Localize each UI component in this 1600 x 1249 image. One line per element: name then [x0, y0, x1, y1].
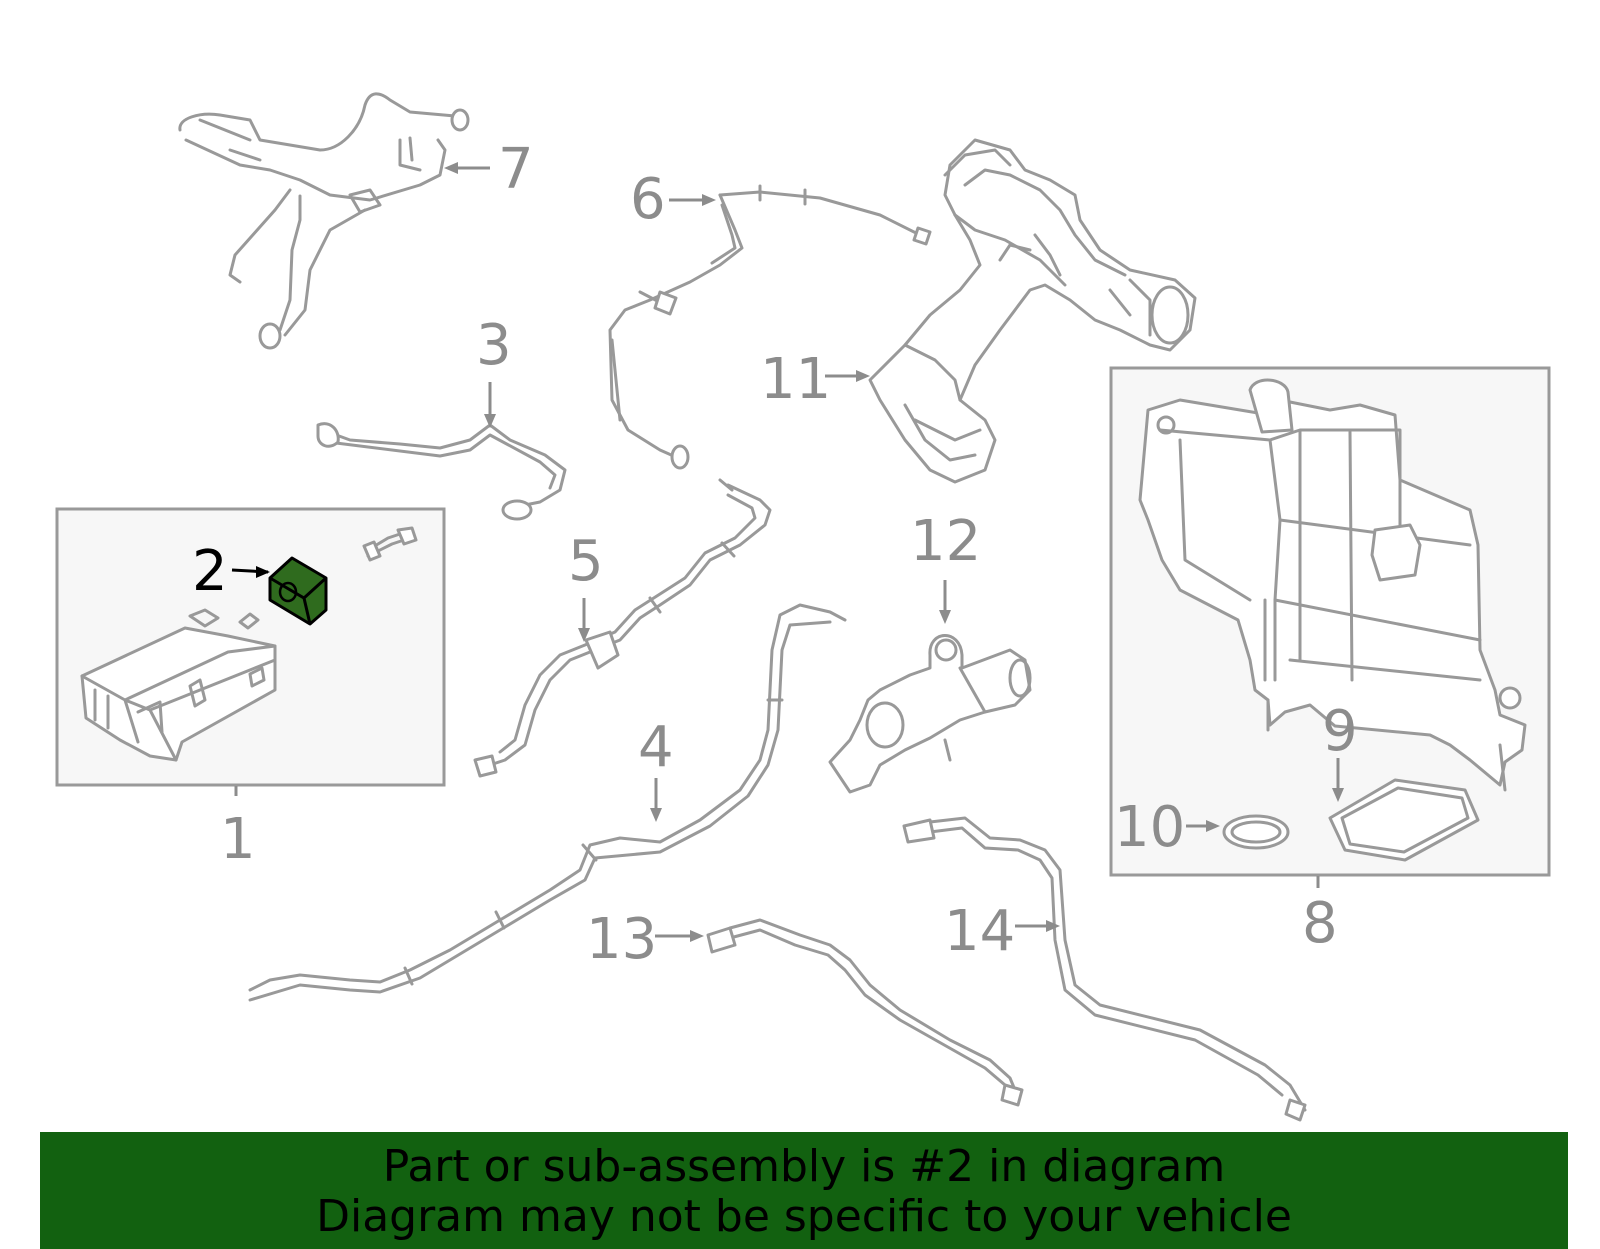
callout-4: 4 — [638, 715, 674, 780]
part-14-sensor-wire — [902, 816, 1307, 1122]
callout-9: 9 — [1322, 699, 1358, 764]
callout-10: 10 — [1114, 795, 1185, 860]
part-2-highlighted — [268, 556, 328, 626]
part-10-o-ring — [1222, 814, 1290, 850]
part-7-tube-harness — [178, 92, 470, 350]
callout-8: 8 — [1302, 891, 1338, 956]
part-3-tube — [316, 422, 567, 521]
part-5-tube — [473, 478, 772, 778]
part-13-sensor-wire — [706, 918, 1024, 1107]
callout-2: 2 — [192, 539, 228, 604]
banner-line-2: Diagram may not be specific to your vehi… — [316, 1191, 1292, 1242]
callout-3: 3 — [476, 313, 512, 378]
part-6-tube — [608, 184, 932, 470]
part-canister — [80, 608, 277, 762]
part-elbow-fitting — [362, 526, 418, 562]
callout-5: 5 — [568, 529, 604, 594]
part-12-sensor — [828, 634, 1032, 794]
callout-7: 7 — [498, 137, 534, 202]
info-banner: Part or sub-assembly is #2 in diagram Di… — [40, 1132, 1568, 1249]
part-11-hose — [868, 138, 1197, 484]
banner-line-1: Part or sub-assembly is #2 in diagram — [382, 1141, 1226, 1192]
part-4-tube — [248, 603, 847, 1002]
callout-13: 13 — [586, 907, 657, 972]
callout-6: 6 — [630, 167, 666, 232]
callout-1: 1 — [220, 807, 256, 872]
callout-labels: 2 1 3 5 6 7 11 12 4 9 10 8 13 14 — [192, 137, 1358, 972]
callout-14: 14 — [944, 899, 1015, 964]
callout-12: 12 — [910, 509, 981, 574]
callout-11: 11 — [760, 347, 831, 412]
part-9-gasket — [1328, 778, 1480, 862]
part-8-reservoir — [1138, 378, 1527, 792]
leader-lines — [231, 162, 1344, 942]
